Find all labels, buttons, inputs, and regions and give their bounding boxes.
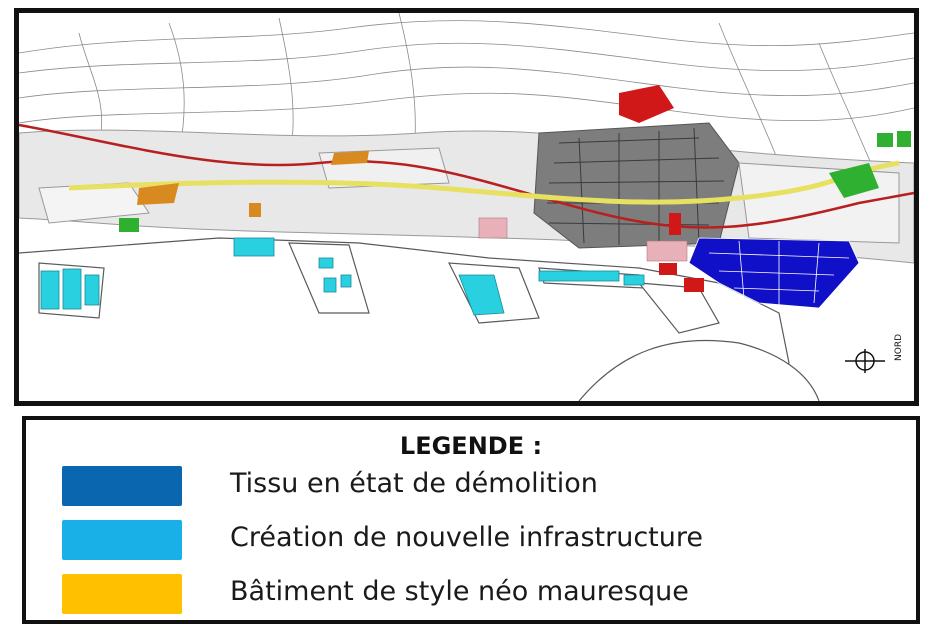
legend-item-demolition: Tissu en état de démolition	[62, 466, 912, 506]
red-buildings	[619, 85, 704, 292]
legend-swatch-infrastructure	[62, 520, 182, 560]
legend-swatch-neo-moorish	[62, 574, 182, 614]
legend: LEGENDE : Tissu en état de démolition Cr…	[22, 416, 920, 624]
main-road	[19, 123, 914, 229]
legend-label-demolition: Tissu en état de démolition	[230, 468, 598, 499]
boulevard	[68, 160, 900, 205]
legend-title: LEGENDE :	[399, 432, 543, 460]
legend-label-infrastructure: Création de nouvelle infrastructure	[230, 522, 703, 553]
legend-label-neo-moorish: Bâtiment de style néo mauresque	[230, 576, 689, 607]
pink-blocks	[478, 217, 688, 262]
map-frame: NORD	[14, 8, 919, 406]
terrain-contours	[19, 13, 914, 184]
north-label: NORD	[894, 334, 904, 361]
legend-swatch-demolition	[62, 466, 182, 506]
legend-item-neo-moorish: Bâtiment de style néo mauresque	[62, 574, 912, 614]
new-infrastructure-zones	[40, 237, 645, 316]
legend-item-infrastructure: Création de nouvelle infrastructure	[62, 520, 912, 560]
neo-moorish-buildings	[137, 151, 369, 217]
city-map: NORD	[19, 13, 914, 401]
north-arrow-icon	[845, 349, 885, 373]
green-spaces	[119, 131, 911, 232]
